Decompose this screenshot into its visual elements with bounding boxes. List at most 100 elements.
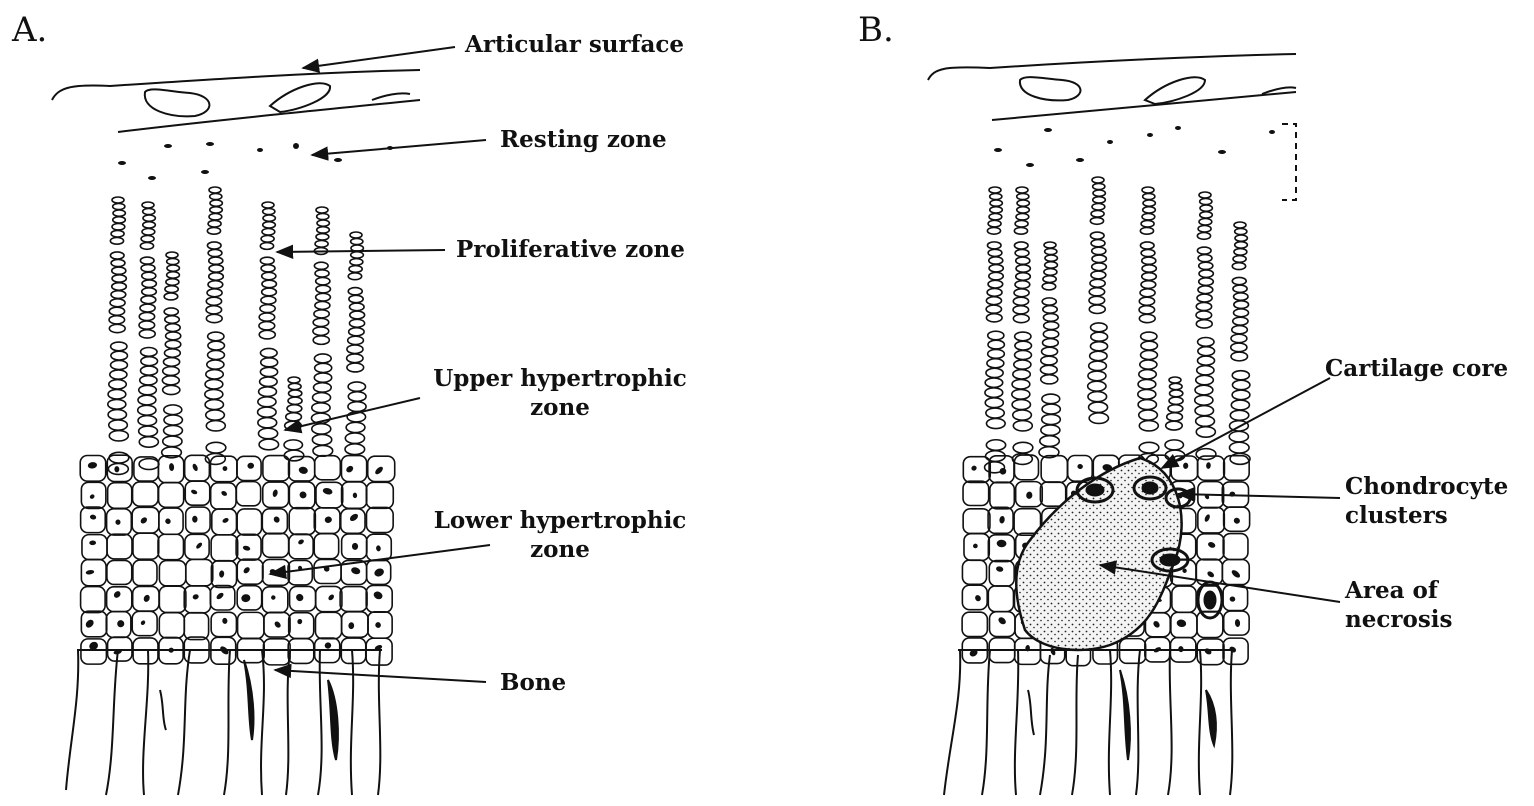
chondrocyte-cell: [1014, 242, 1028, 249]
chondrocyte-cell: [113, 203, 125, 209]
hypertrophic-cell: [288, 639, 314, 664]
cell-nucleus: [1229, 596, 1236, 602]
column-b-2: [1012, 187, 1033, 464]
hypertrophic-cell: [133, 560, 157, 585]
chondrocyte-cell: [260, 377, 278, 386]
chondrocyte-cell: [987, 227, 1000, 234]
chondrocyte-cell: [110, 370, 127, 379]
chondrocyte-cell: [139, 330, 155, 338]
chondrocyte-cell: [288, 383, 301, 389]
hypertrophic-cell: [289, 534, 313, 559]
chondrocyte-cell: [317, 213, 329, 219]
chondrocyte-cell: [140, 257, 154, 264]
chondrocyte-cell: [1043, 314, 1058, 322]
chondrocyte-cell: [990, 200, 1002, 206]
chondrocyte-cell: [989, 265, 1003, 272]
chondrocyte-cell: [1142, 257, 1156, 264]
chondrocyte-cell: [350, 303, 365, 311]
label-area-of-necrosis-line1: Area of: [1345, 576, 1452, 605]
cell-nucleus: [190, 489, 198, 495]
cell-nucleus: [143, 594, 151, 603]
hypertrophic-cell: [1197, 611, 1223, 637]
chondrocyte-cell: [988, 349, 1005, 358]
chondrocyte-cell: [1093, 190, 1105, 196]
chondrocyte-cell: [1169, 377, 1181, 383]
hypertrophic-cell: [211, 483, 236, 509]
hypertrophic-cell: [988, 535, 1014, 562]
chondrocyte-cell: [1043, 276, 1056, 283]
chondrocyte-cell: [1089, 296, 1105, 304]
chondrocyte-cell: [110, 237, 123, 244]
chondrocyte-cell: [288, 377, 300, 383]
chondrocyte-cell: [1234, 293, 1248, 301]
chondrocyte-cell: [165, 286, 178, 293]
chondrocyte-cell: [165, 316, 180, 324]
arrow-bone: [275, 670, 486, 682]
cell-nucleus: [192, 593, 200, 600]
cell-nucleus: [1206, 462, 1211, 469]
chondrocyte-cell: [258, 428, 277, 438]
chondrocyte-cell: [258, 407, 276, 417]
cell-nucleus: [222, 517, 230, 524]
chondrocyte-cell: [988, 249, 1002, 256]
chondrocyte-cell: [259, 313, 275, 321]
cell-nucleus: [971, 465, 978, 472]
chondrocyte-cell: [348, 273, 361, 280]
chondrocyte-cell: [1234, 249, 1247, 256]
chondrocyte-cell: [1140, 242, 1154, 249]
chondrocyte-cell: [111, 342, 127, 351]
chondrocyte-cell: [349, 295, 363, 302]
chondrocyte-cell: [1093, 183, 1105, 189]
cell-nucleus: [324, 641, 332, 649]
cell-nucleus: [295, 592, 305, 602]
hypertrophic-cell: [263, 639, 290, 665]
cell-nucleus: [215, 592, 224, 601]
chondrocyte-cell: [1042, 298, 1056, 305]
cell-nucleus: [1206, 570, 1215, 578]
chondrocyte-cell: [1092, 247, 1106, 254]
chondrocyte-cell: [1234, 301, 1249, 309]
cell-nucleus: [999, 468, 1006, 475]
chondrocyte-cell: [164, 349, 180, 357]
chondrocyte-cell: [1040, 436, 1059, 447]
hypertrophic-cell: [133, 482, 158, 506]
chondrocyte-cell: [1091, 323, 1108, 332]
cell-nucleus: [297, 538, 304, 545]
chondrocyte-cell: [348, 336, 364, 344]
chondrocyte-cell: [1198, 225, 1211, 232]
chondrocyte-cell: [348, 288, 362, 295]
hypertrophic-cells-a: [80, 455, 394, 665]
chondrocyte-cell: [1015, 281, 1030, 289]
chondrocyte-cell: [1089, 361, 1107, 371]
chondrocyte-cell: [142, 280, 156, 287]
chondrocyte-cell: [1092, 204, 1105, 211]
hypertrophic-cell: [314, 534, 338, 559]
chondrocyte-cell: [1044, 269, 1057, 276]
chondrocyte-cell: [259, 439, 279, 450]
cell-nucleus: [373, 567, 385, 578]
chondrocyte-cell: [208, 249, 222, 256]
chondrocyte-cell: [108, 399, 126, 409]
chondrocyte-cell: [139, 437, 158, 447]
chondrocyte-cell: [163, 385, 180, 394]
chondrocyte-cell: [288, 397, 302, 404]
chondrocyte-cell: [1014, 360, 1031, 369]
chondrocyte-cell: [350, 259, 363, 266]
chondrocyte-cell: [112, 197, 124, 203]
cell-nucleus: [273, 620, 282, 629]
chondrocyte-cell: [142, 202, 154, 208]
chondrocyte-cell: [1141, 220, 1154, 227]
chondrocyte-cell: [108, 410, 126, 420]
cell-nucleus: [169, 463, 175, 471]
cell-nucleus: [139, 516, 148, 525]
arrow-resting: [312, 140, 486, 155]
label-upper-hypertrophic: Upper hypertrophic zone: [428, 364, 692, 422]
hypertrophic-cell: [289, 613, 314, 639]
chondrocyte-cell: [1015, 341, 1032, 350]
chondrocyte-cell: [1197, 233, 1210, 240]
chondrocyte-cell: [1017, 193, 1029, 199]
hypertrophic-cell: [184, 586, 210, 613]
chondrocyte-cell: [1196, 302, 1211, 310]
chondrocyte-cell: [347, 345, 363, 354]
chondrocyte-cell: [164, 293, 178, 300]
